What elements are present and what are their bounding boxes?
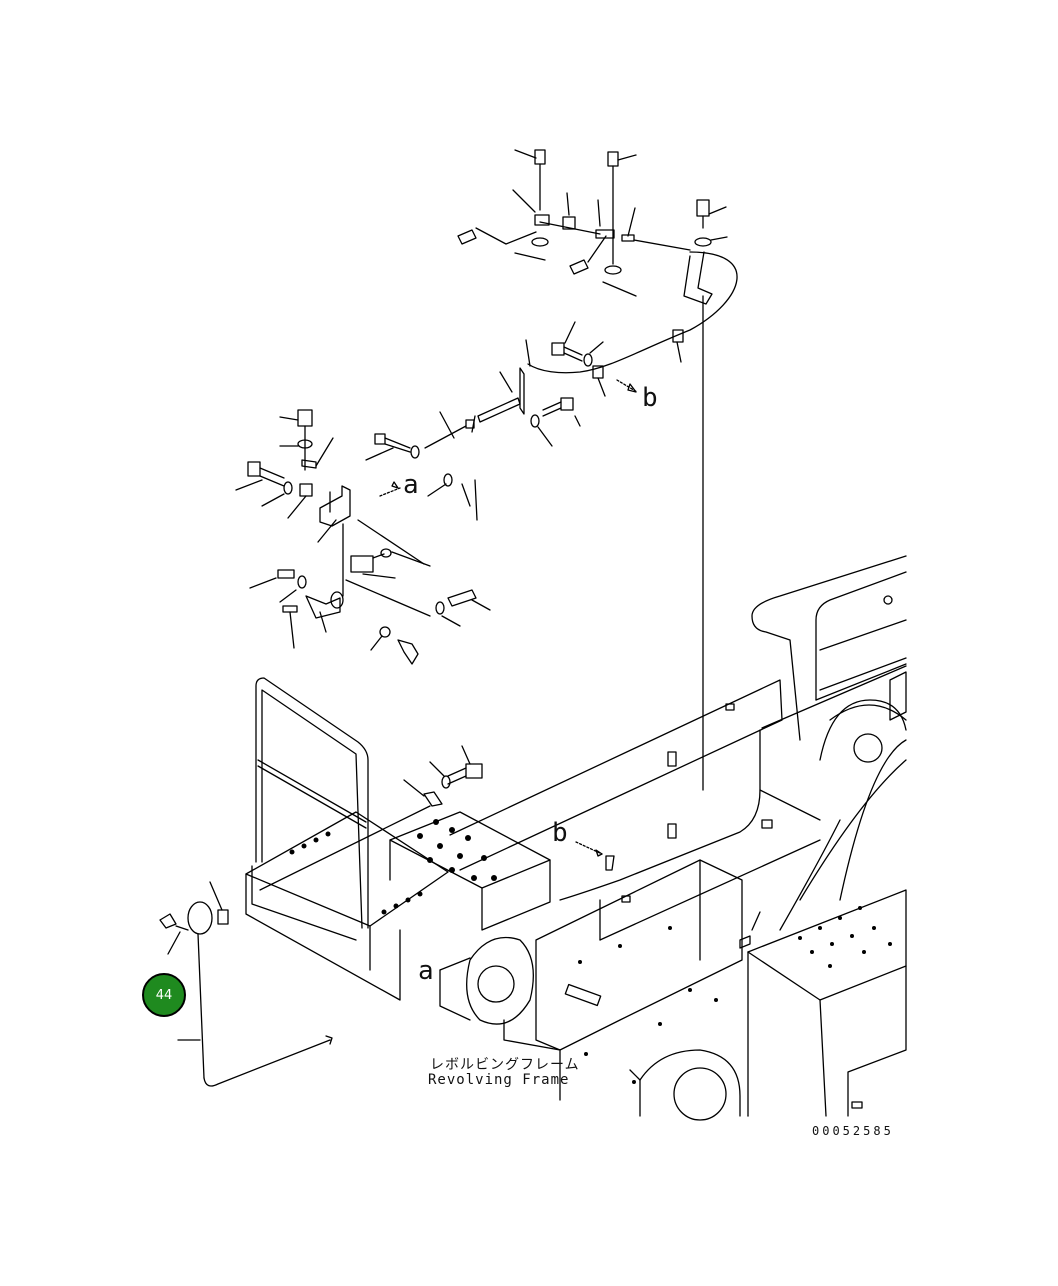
part-callout-44[interactable]: 44 <box>142 973 186 1017</box>
caption-english: Revolving Frame <box>428 1072 570 1088</box>
caption-japanese: レボルビングフレーム <box>430 1057 580 1073</box>
reference-mark-b-lower: b <box>552 818 568 848</box>
part-callout-number: 44 <box>155 987 173 1003</box>
reference-mark-a-upper: a <box>403 470 419 500</box>
lever-assembly <box>235 321 604 665</box>
drawing-number: 00052585 <box>812 1124 894 1138</box>
revolving-frame <box>439 555 907 1121</box>
pipe-assembly-44 <box>159 881 333 1087</box>
step-and-handrail <box>245 677 551 1001</box>
reference-mark-a-lower: a <box>418 956 434 986</box>
upper-cable-assembly <box>457 149 738 791</box>
reference-mark-b-upper: b <box>642 383 658 413</box>
